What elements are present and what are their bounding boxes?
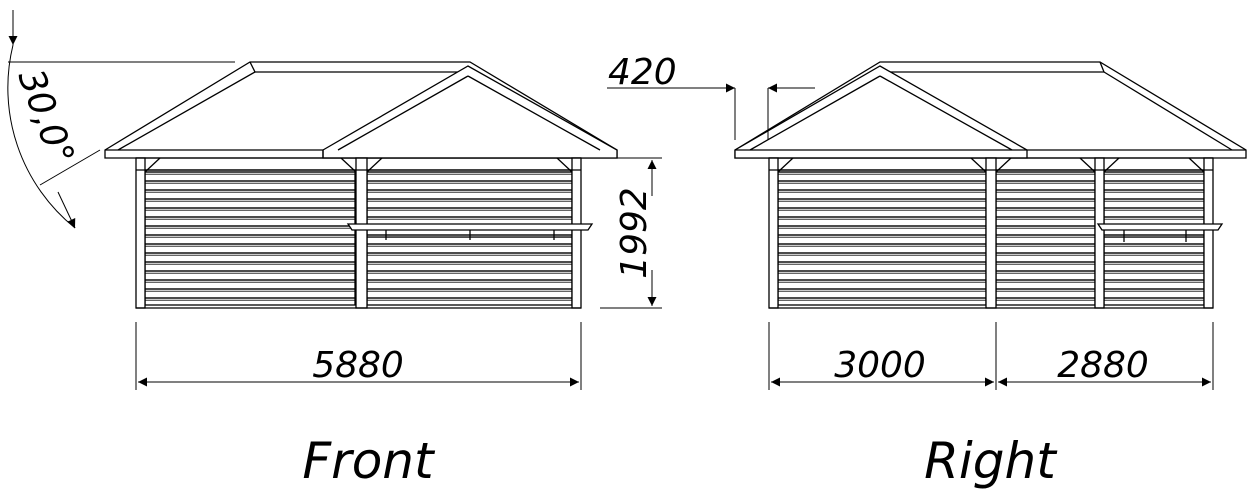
right-post-1 xyxy=(768,157,779,309)
front-counter xyxy=(346,223,594,240)
right-view-title: Right xyxy=(924,432,1058,490)
right-counter xyxy=(1096,223,1224,242)
right-middle-wall xyxy=(995,169,1096,306)
height-label: 1992 xyxy=(614,187,655,279)
height-dimension xyxy=(600,157,662,309)
dimension-lines xyxy=(7,10,1214,390)
front-view-title: Front xyxy=(302,432,436,490)
right-post-2 xyxy=(985,157,997,309)
overhang-label: 420 xyxy=(608,52,677,93)
front-post-right xyxy=(571,157,582,309)
right-width-dimensions xyxy=(768,322,1214,390)
front-width-label: 5880 xyxy=(312,345,404,386)
right-gable-roof xyxy=(734,65,1246,159)
front-view xyxy=(104,61,618,309)
front-gable-roof xyxy=(322,65,618,159)
right-post-3 xyxy=(1094,157,1105,309)
right-width-2-label: 2880 xyxy=(1057,345,1149,386)
roof-angle-dimension xyxy=(7,10,235,229)
overhang-dimension xyxy=(607,83,815,140)
front-post-middle xyxy=(355,157,368,309)
right-width-1-label: 3000 xyxy=(834,345,926,386)
front-post-left xyxy=(135,157,146,309)
front-left-wall xyxy=(144,169,356,306)
right-view xyxy=(734,61,1247,309)
right-post-4 xyxy=(1203,157,1214,309)
front-width-dimension xyxy=(135,322,582,390)
right-left-wall xyxy=(777,169,987,306)
